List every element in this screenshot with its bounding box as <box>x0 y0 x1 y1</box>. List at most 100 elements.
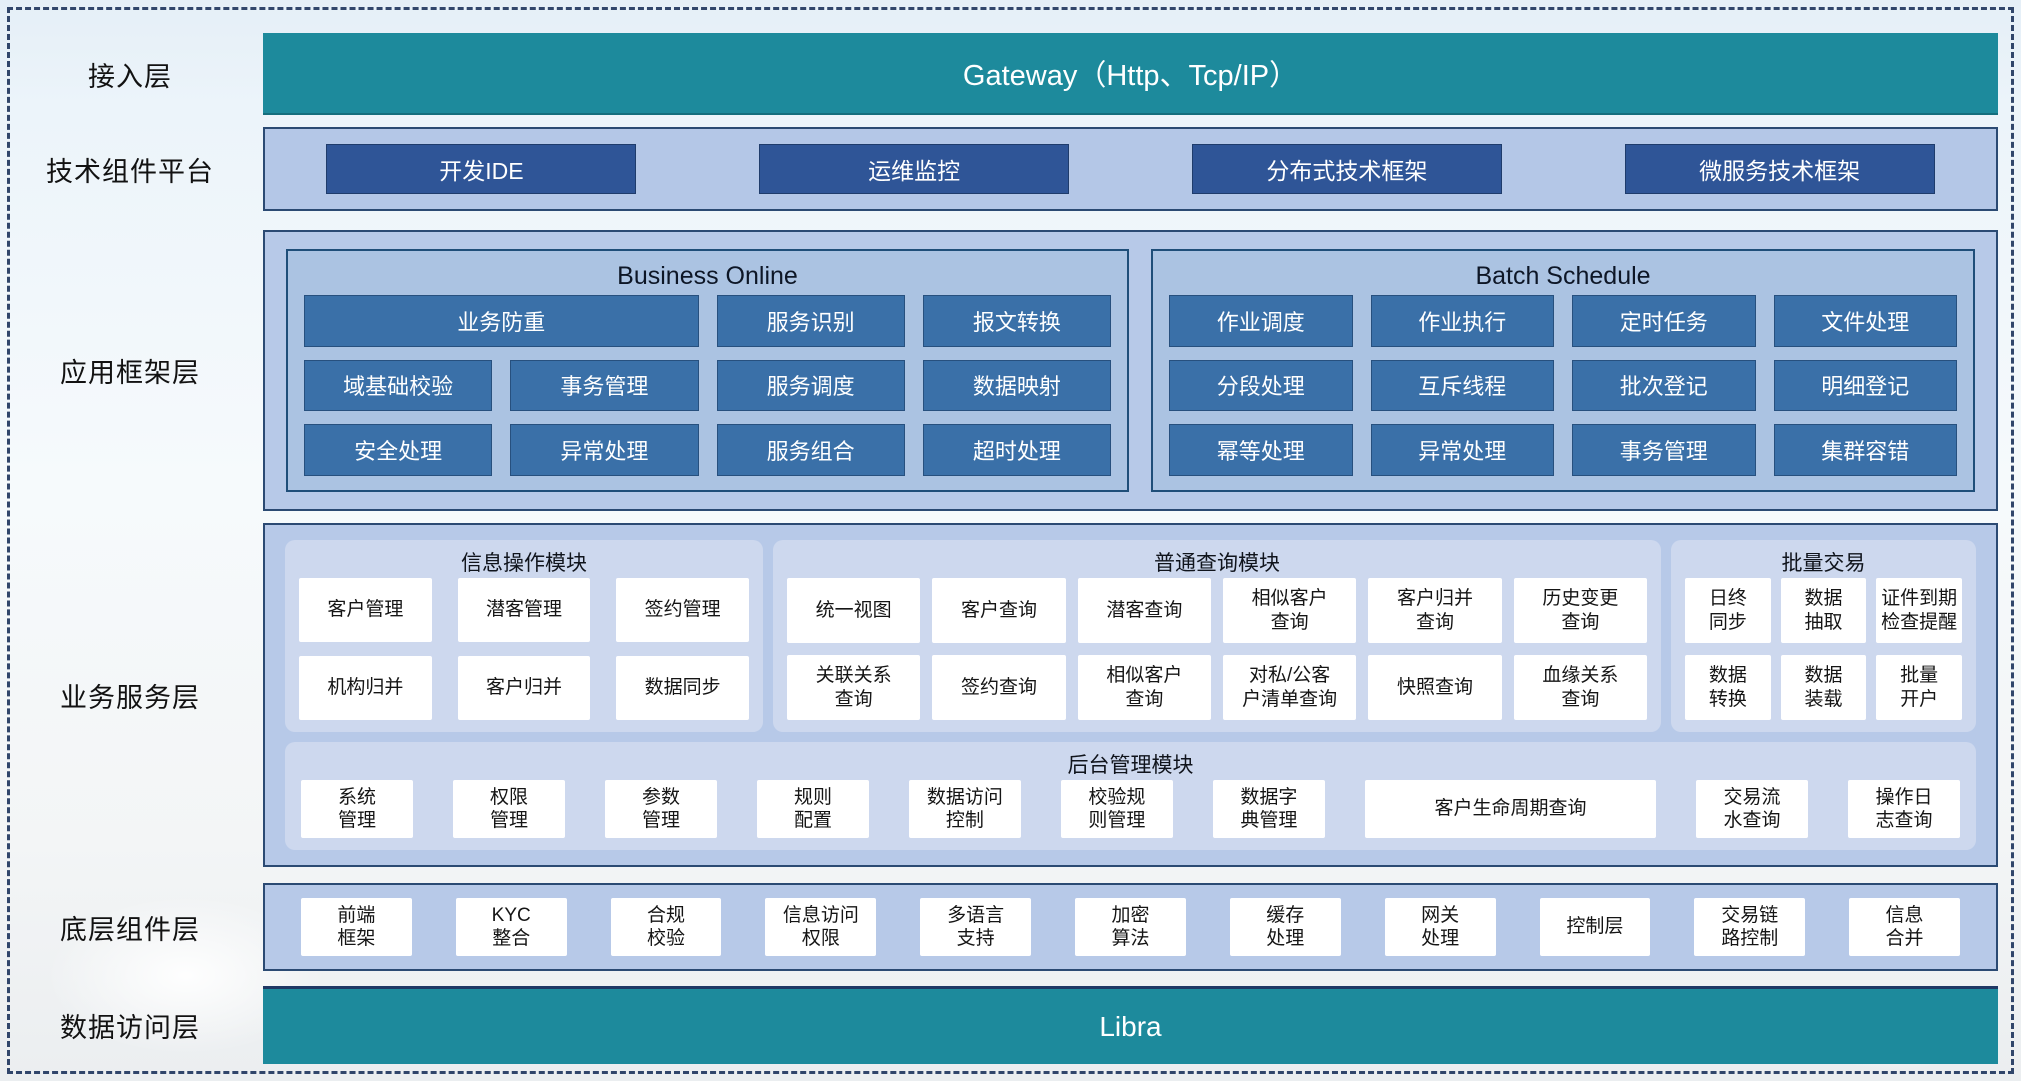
base-component-item: 前端 框架 <box>301 898 412 956</box>
batch-schedule-box: Batch Schedule 作业调度作业执行定时任务文件处理分段处理互斥线程批… <box>1151 249 1975 492</box>
business-online-grid: 业务防重服务识别报文转换域基础校验事务管理服务调度数据映射安全处理异常处理服务组… <box>304 295 1111 476</box>
layer-label-data-access: 数据访问层 <box>60 1012 200 1043</box>
admin-module-item: 参数 管理 <box>604 780 717 838</box>
tech-platform-item: 分布式技术框架 <box>1191 144 1502 194</box>
business-service-container: 信息操作模块 客户管理潜客管理签约管理机构归并客户归并数据同步 普通查询模块 统… <box>263 523 1998 867</box>
admin-module-item: 交易流 水查询 <box>1696 780 1809 838</box>
batch-schedule-item: 集群容错 <box>1773 424 1957 476</box>
admin-module-item: 操作日 志查询 <box>1848 780 1961 838</box>
layer-label-access: 接入层 <box>88 61 172 92</box>
batch-trade-item: 日终 同步 <box>1685 578 1771 643</box>
business-online-item: 报文转换 <box>922 295 1111 347</box>
business-online-item: 服务组合 <box>716 424 905 476</box>
batch-schedule-item: 批次登记 <box>1572 359 1756 412</box>
common-query-item: 相似客户 查询 <box>1077 655 1211 720</box>
base-component-item: KYC 整合 <box>455 898 567 956</box>
batch-schedule-item: 互斥线程 <box>1370 359 1554 412</box>
common-query-item: 签约查询 <box>932 655 1066 720</box>
common-query-item: 历史变更 查询 <box>1513 578 1647 643</box>
base-component-item: 缓存 处理 <box>1229 898 1341 956</box>
layer-label-tech-platform: 技术组件平台 <box>46 156 214 187</box>
tech-platform-item: 微服务技术框架 <box>1624 144 1935 194</box>
info-operation-item: 客户归并 <box>457 656 591 720</box>
admin-module-title: 后台管理模块 <box>1067 754 1194 777</box>
info-operation-item: 机构归并 <box>299 656 432 720</box>
base-component-item: 多语言 支持 <box>920 898 1032 956</box>
admin-module-item: 规则 配置 <box>756 780 869 838</box>
common-query-item: 潜客查询 <box>1077 578 1211 643</box>
common-query-item: 相似客户 查询 <box>1222 578 1357 643</box>
admin-module-row: 系统 管理权限 管理参数 管理规则 配置数据访问 控制校验规 则管理数据字 典管… <box>299 780 1962 838</box>
tech-platform-band: 开发IDE 运维监控 分布式技术框架 微服务技术框架 <box>263 127 1998 211</box>
batch-trade-item: 数据 转换 <box>1685 655 1771 720</box>
batch-schedule-item: 明细登记 <box>1773 359 1957 412</box>
common-query-panel: 普通查询模块 统一视图客户查询潜客查询相似客户 查询客户归并 查询历史变更 查询… <box>773 540 1661 732</box>
base-component-item: 加密 算法 <box>1075 898 1186 956</box>
info-operation-panel: 信息操作模块 客户管理潜客管理签约管理机构归并客户归并数据同步 <box>285 540 763 732</box>
base-component-item: 信息访问 权限 <box>765 898 877 956</box>
layer-label-base-component: 底层组件层 <box>60 914 200 945</box>
admin-module-item: 系统 管理 <box>301 780 413 838</box>
batch-schedule-item: 异常处理 <box>1370 424 1554 476</box>
info-operation-item: 签约管理 <box>616 578 749 642</box>
business-online-item: 业务防重 <box>304 295 699 347</box>
info-operation-title: 信息操作模块 <box>461 552 587 575</box>
admin-module-item: 权限 管理 <box>452 780 565 838</box>
business-online-item: 异常处理 <box>510 424 699 476</box>
info-operation-item: 数据同步 <box>616 656 749 720</box>
base-component-container: 前端 框架 KYC 整合合规 校验信息访问 权限多语言 支持加密 算法缓存 处理网… <box>263 883 1998 971</box>
batch-trade-panel: 批量交易 日终 同步数据 抽取证件到期 检查提醒数据 转换数据 装载批量 开户 <box>1671 540 1976 732</box>
common-query-item: 快照查询 <box>1368 655 1502 720</box>
business-online-item: 超时处理 <box>922 424 1111 476</box>
batch-schedule-item: 作业执行 <box>1370 295 1554 347</box>
batch-schedule-item: 事务管理 <box>1572 424 1756 476</box>
layer-label-app-framework: 应用框架层 <box>60 358 200 388</box>
common-query-item: 对私/公客 户清单查询 <box>1222 655 1357 720</box>
base-component-item: 合规 校验 <box>610 898 722 956</box>
business-online-item: 安全处理 <box>304 424 493 476</box>
admin-module-panel: 后台管理模块 系统 管理权限 管理参数 管理规则 配置数据访问 控制校验规 则管… <box>285 742 1976 850</box>
common-query-item: 客户归并 查询 <box>1368 578 1502 643</box>
admin-module-item: 数据字 典管理 <box>1212 780 1325 838</box>
base-component-item: 信息 合并 <box>1849 898 1960 956</box>
tech-platform-item: 运维监控 <box>759 144 1070 194</box>
common-query-item: 统一视图 <box>787 578 921 643</box>
batch-trade-grid: 日终 同步数据 抽取证件到期 检查提醒数据 转换数据 装载批量 开户 <box>1685 578 1962 720</box>
info-operation-grid: 客户管理潜客管理签约管理机构归并客户归并数据同步 <box>299 578 749 720</box>
layer-label-business-service: 业务服务层 <box>60 682 200 713</box>
business-online-item: 数据映射 <box>922 359 1111 412</box>
batch-trade-item: 数据 抽取 <box>1780 578 1867 643</box>
common-query-title: 普通查询模块 <box>1154 552 1280 575</box>
admin-module-item: 数据访问 控制 <box>908 780 1021 838</box>
batch-schedule-item: 分段处理 <box>1169 359 1353 412</box>
batch-schedule-item: 作业调度 <box>1169 295 1353 347</box>
tech-platform-item: 开发IDE <box>326 144 637 194</box>
admin-module-item: 客户生命周期查询 <box>1364 780 1657 838</box>
base-component-item: 控制层 <box>1539 898 1651 956</box>
batch-trade-item: 数据 装载 <box>1780 655 1867 720</box>
business-online-box: Business Online 业务防重服务识别报文转换域基础校验事务管理服务调… <box>286 249 1129 492</box>
common-query-item: 客户查询 <box>932 578 1066 643</box>
business-online-item: 服务调度 <box>716 359 905 412</box>
libra-bar: Libra <box>263 986 1998 1064</box>
info-operation-item: 客户管理 <box>299 578 432 642</box>
base-component-item: 网关 处理 <box>1384 898 1496 956</box>
batch-trade-title: 批量交易 <box>1781 552 1866 575</box>
batch-schedule-item: 文件处理 <box>1773 295 1957 347</box>
common-query-item: 血缘关系 查询 <box>1513 655 1647 720</box>
gateway-bar: Gateway（Http、Tcp/IP） <box>263 33 1998 115</box>
batch-schedule-item: 定时任务 <box>1572 295 1756 347</box>
business-online-item: 域基础校验 <box>304 359 493 412</box>
admin-module-item: 校验规 则管理 <box>1060 780 1173 838</box>
business-online-item: 服务识别 <box>716 295 905 347</box>
service-top-row: 信息操作模块 客户管理潜客管理签约管理机构归并客户归并数据同步 普通查询模块 统… <box>285 540 1976 732</box>
common-query-grid: 统一视图客户查询潜客查询相似客户 查询客户归并 查询历史变更 查询关联关系 查询… <box>787 578 1647 720</box>
common-query-item: 关联关系 查询 <box>787 655 921 720</box>
batch-trade-item: 证件到期 检查提醒 <box>1876 578 1962 643</box>
business-online-item: 事务管理 <box>510 359 699 412</box>
business-online-title: Business Online <box>617 261 798 290</box>
batch-trade-item: 批量 开户 <box>1876 655 1962 720</box>
app-framework-container: Business Online 业务防重服务识别报文转换域基础校验事务管理服务调… <box>263 230 1998 511</box>
batch-schedule-item: 幂等处理 <box>1169 424 1353 476</box>
